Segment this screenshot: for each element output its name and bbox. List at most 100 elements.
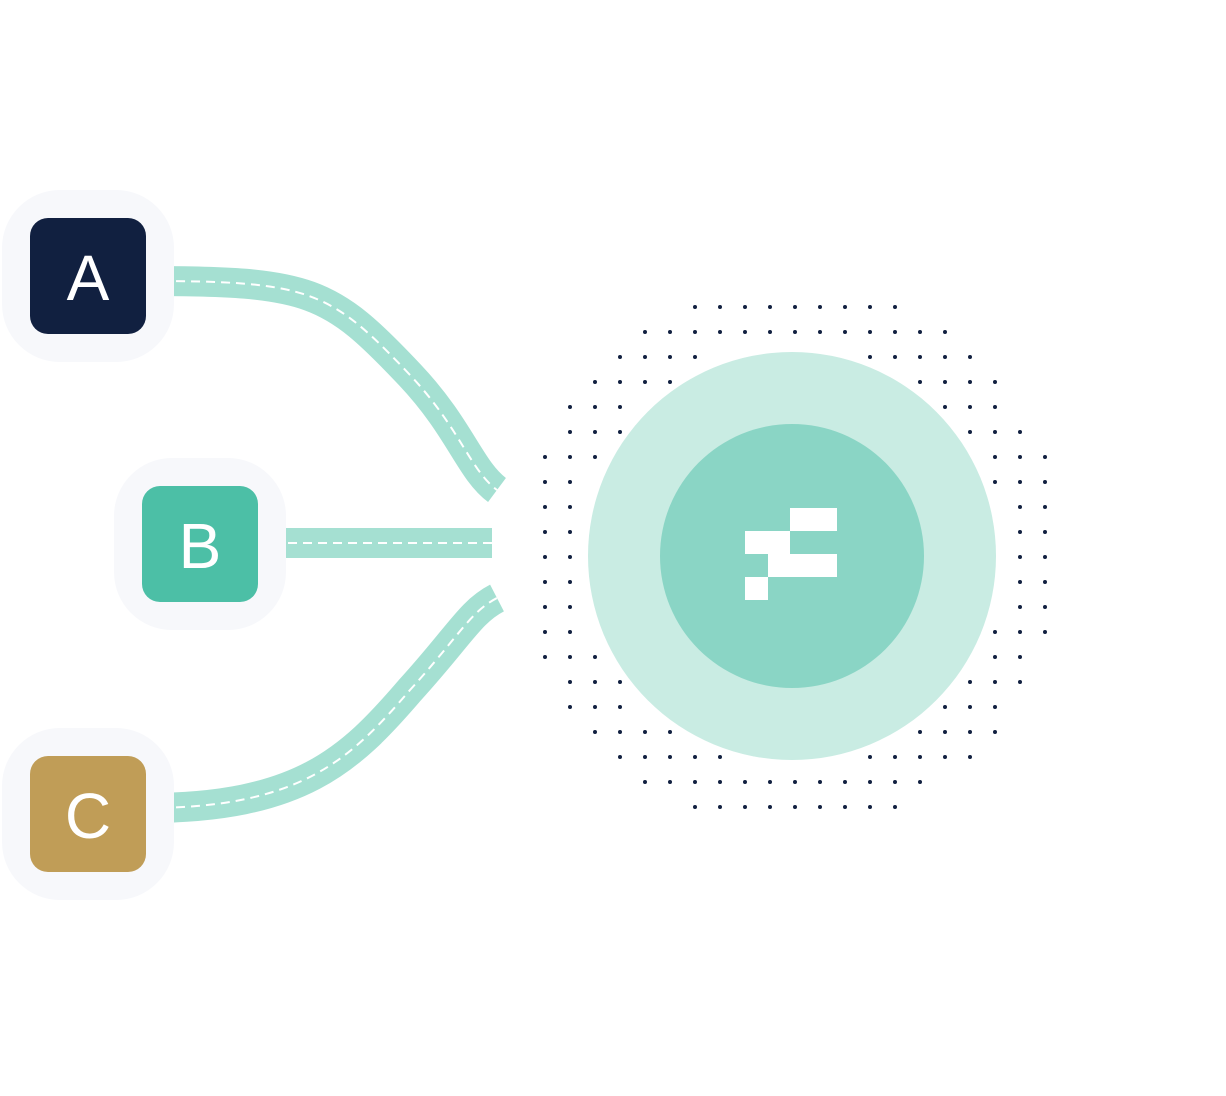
ring-dot xyxy=(618,755,622,759)
ring-dot xyxy=(693,780,697,784)
ring-dot xyxy=(768,780,772,784)
node-c[interactable]: C xyxy=(30,756,146,872)
ring-dot xyxy=(568,505,572,509)
ring-dot xyxy=(668,380,672,384)
ring-dot xyxy=(993,455,997,459)
ring-dot xyxy=(1018,555,1022,559)
ring-dot xyxy=(593,430,597,434)
ring-dot xyxy=(543,505,547,509)
ring-dot xyxy=(693,305,697,309)
ring-dot xyxy=(893,355,897,359)
ring-dot xyxy=(568,605,572,609)
ring-dot xyxy=(968,430,972,434)
ring-dot xyxy=(918,780,922,784)
ring-dot xyxy=(718,305,722,309)
ring-dot xyxy=(893,805,897,809)
ring-dot xyxy=(668,780,672,784)
ring-dot xyxy=(1018,480,1022,484)
ring-dot xyxy=(543,455,547,459)
ring-dot xyxy=(618,430,622,434)
ring-dot xyxy=(893,305,897,309)
ring-dot xyxy=(1043,530,1047,534)
ring-dot xyxy=(868,780,872,784)
ring-dot xyxy=(993,730,997,734)
ring-dot xyxy=(968,380,972,384)
ring-dot xyxy=(568,405,572,409)
ring-dot xyxy=(993,655,997,659)
ring-dot xyxy=(743,330,747,334)
ring-dot xyxy=(818,805,822,809)
node-a[interactable]: A xyxy=(30,218,146,334)
ring-dot xyxy=(718,780,722,784)
ring-dot xyxy=(668,755,672,759)
ring-dot xyxy=(843,780,847,784)
ring-dot xyxy=(793,780,797,784)
ring-dot xyxy=(793,330,797,334)
ring-dot xyxy=(593,405,597,409)
ring-dot xyxy=(543,580,547,584)
ring-dot xyxy=(693,755,697,759)
ring-dot xyxy=(568,430,572,434)
ring-dot xyxy=(1043,580,1047,584)
ring-dot xyxy=(993,430,997,434)
ring-dot xyxy=(543,605,547,609)
ring-dot xyxy=(793,305,797,309)
ring-dot xyxy=(868,305,872,309)
ring-dot xyxy=(693,355,697,359)
ring-dot xyxy=(993,480,997,484)
ring-dot xyxy=(743,780,747,784)
ring-dot xyxy=(543,480,547,484)
ring-dot xyxy=(943,330,947,334)
connectors xyxy=(145,266,507,823)
node-b[interactable]: B xyxy=(142,486,258,602)
ring-dot xyxy=(593,730,597,734)
node-c-label: C xyxy=(64,780,112,852)
ring-dot xyxy=(1018,455,1022,459)
ring-dot xyxy=(568,580,572,584)
node-a-label: A xyxy=(66,242,110,314)
ring-dot xyxy=(818,305,822,309)
ring-dot xyxy=(943,705,947,709)
ring-dot xyxy=(618,680,622,684)
ring-dot xyxy=(668,330,672,334)
ring-dot xyxy=(643,380,647,384)
connector-c-dash xyxy=(145,597,498,809)
ring-dot xyxy=(593,680,597,684)
ring-dot xyxy=(568,655,572,659)
ring-dot xyxy=(943,405,947,409)
dot-ring xyxy=(543,305,1047,809)
pixel-logo-icon xyxy=(745,508,837,600)
ring-dot xyxy=(743,805,747,809)
ring-dot xyxy=(1018,580,1022,584)
ring-dot xyxy=(993,630,997,634)
ring-dot xyxy=(693,805,697,809)
ring-dot xyxy=(818,780,822,784)
ring-dot xyxy=(818,330,822,334)
ring-dot xyxy=(618,355,622,359)
ring-dot xyxy=(1018,505,1022,509)
ring-dot xyxy=(643,730,647,734)
ring-dot xyxy=(918,730,922,734)
ring-dot xyxy=(568,630,572,634)
ring-dot xyxy=(1018,530,1022,534)
ring-dot xyxy=(843,805,847,809)
ring-dot xyxy=(643,755,647,759)
ring-dot xyxy=(543,530,547,534)
ring-dot xyxy=(593,380,597,384)
ring-dot xyxy=(593,705,597,709)
ring-dot xyxy=(943,730,947,734)
ring-dot xyxy=(918,380,922,384)
ring-dot xyxy=(543,555,547,559)
ring-dot xyxy=(568,680,572,684)
ring-dot xyxy=(1018,430,1022,434)
ring-dot xyxy=(893,330,897,334)
ring-dot xyxy=(918,355,922,359)
ring-dot xyxy=(993,680,997,684)
ring-dot xyxy=(843,305,847,309)
ring-dot xyxy=(593,455,597,459)
ring-dot xyxy=(968,680,972,684)
ring-dot xyxy=(718,805,722,809)
ring-dot xyxy=(768,330,772,334)
ring-dot xyxy=(1018,655,1022,659)
